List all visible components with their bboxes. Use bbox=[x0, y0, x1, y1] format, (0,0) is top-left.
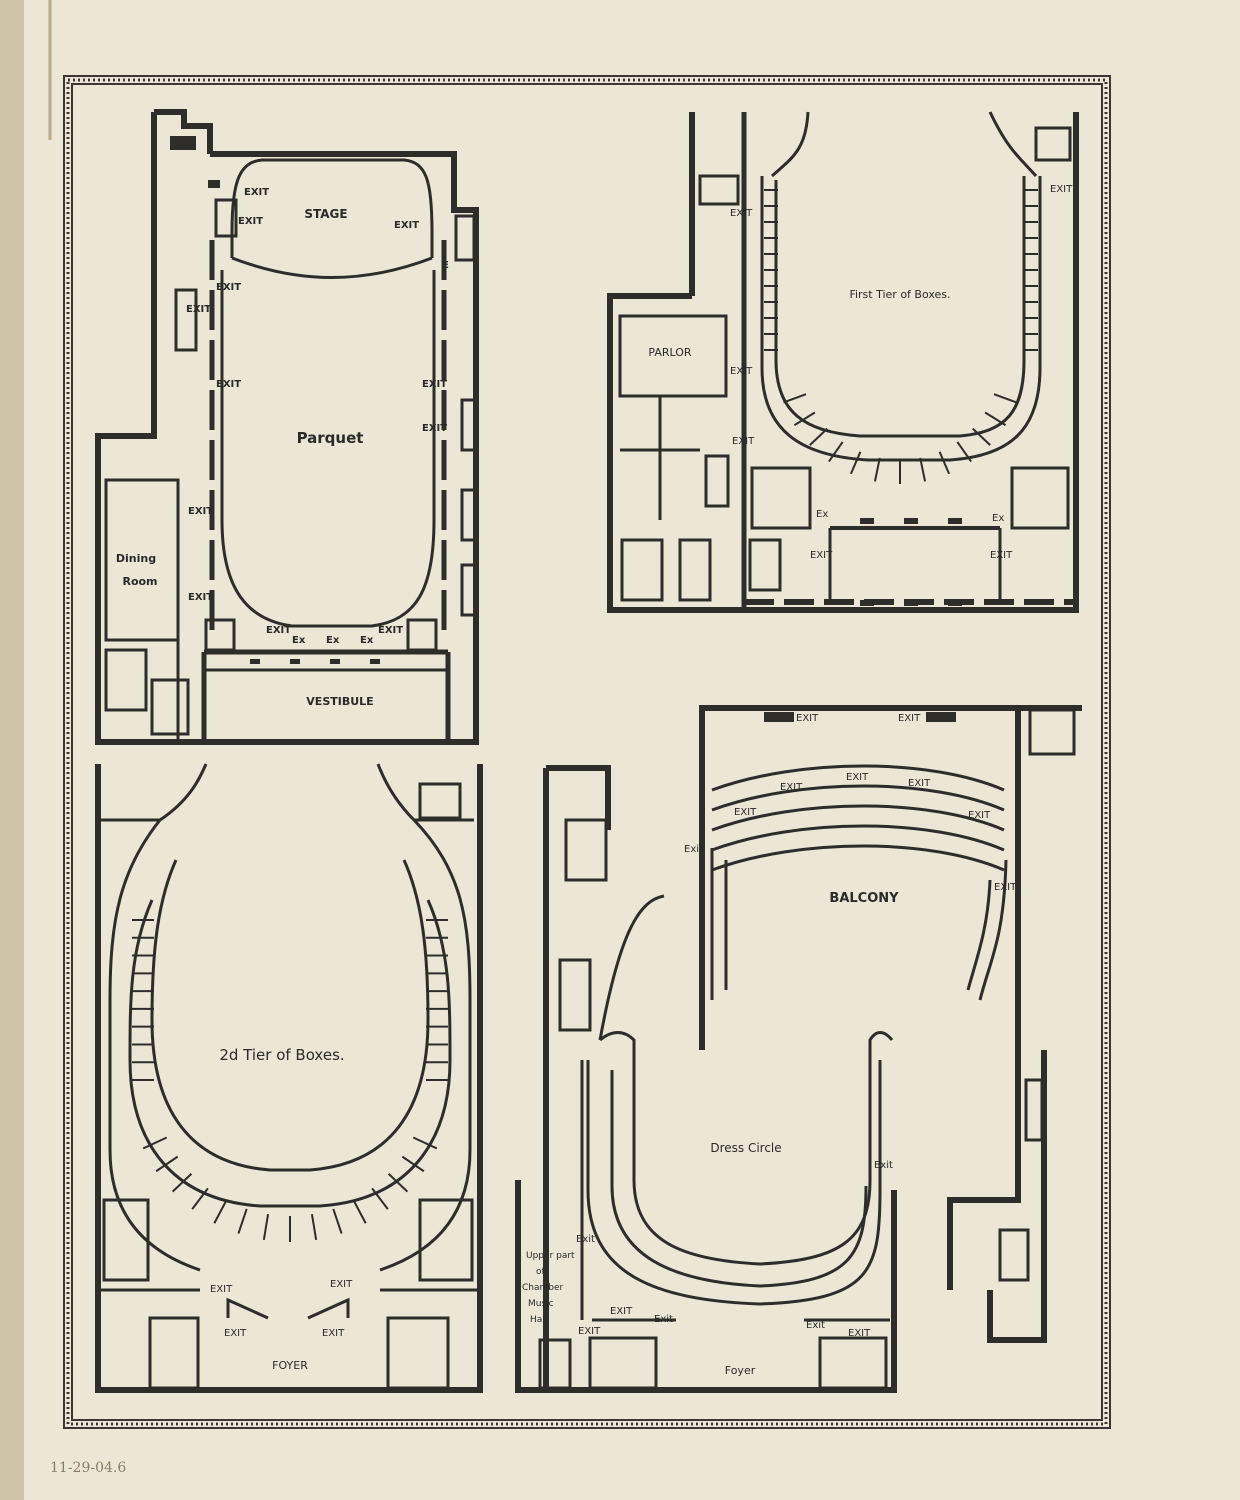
second-tier-box-divider bbox=[332, 1208, 343, 1234]
parquet-exit: EXIT bbox=[186, 304, 211, 315]
first-tier-exit: EXIT bbox=[730, 208, 753, 219]
second-tier-box-divider bbox=[262, 1214, 270, 1241]
chamber-music-hall-line: Music bbox=[528, 1299, 554, 1309]
parquet-exit: EXIT bbox=[216, 379, 241, 390]
first-tier-box-divider bbox=[993, 393, 1017, 404]
second-tier-box-divider bbox=[191, 1187, 209, 1210]
first-tier-box-divider bbox=[972, 427, 991, 446]
first-tier-box-divider bbox=[828, 441, 844, 463]
parlor-label: PARLOR bbox=[648, 346, 691, 359]
foyer-label-right: Foyer bbox=[725, 1364, 756, 1377]
first-tier-plan: First Tier of Boxes. PARLOR EXIT EXIT EX… bbox=[607, 111, 1079, 613]
first-tier-box-divider bbox=[984, 411, 1007, 426]
second-tier-box-divider bbox=[387, 1173, 409, 1193]
first-tier-box-divider bbox=[809, 427, 828, 446]
chamber-music-hall-line: of bbox=[536, 1267, 546, 1277]
stage-label: STAGE bbox=[304, 207, 347, 221]
balcony-exit: EXIT bbox=[968, 810, 991, 821]
dress-circle-label: Dress Circle bbox=[710, 1141, 781, 1155]
second-tier-box-divider bbox=[352, 1199, 367, 1224]
balcony-exit: EXIT bbox=[610, 1306, 633, 1317]
balcony-exit: EXIT bbox=[846, 772, 869, 783]
balcony-exit: EXIT bbox=[994, 882, 1017, 893]
chamber-music-hall-line: Upper part bbox=[526, 1251, 575, 1261]
balcony-exit: EXIT bbox=[578, 1326, 601, 1337]
parquet-exit: EXIT bbox=[266, 625, 291, 636]
parquet-ex: Ex bbox=[292, 635, 306, 646]
chamber-music-hall-line: Hall bbox=[530, 1315, 547, 1325]
second-tier-box-divider bbox=[371, 1187, 389, 1210]
second-tier-plan: 2d Tier of Boxes. FOYER EXIT EXIT EXIT E… bbox=[95, 763, 483, 1393]
first-tier-box-divider bbox=[956, 441, 972, 463]
second-tier-box-divider bbox=[310, 1214, 318, 1241]
first-tier-box-divider bbox=[783, 393, 807, 404]
first-tier-ex: Ex bbox=[992, 513, 1004, 524]
parquet-e: E bbox=[442, 260, 449, 271]
first-tier-box-divider bbox=[938, 451, 951, 475]
first-tier-label: First Tier of Boxes. bbox=[849, 288, 950, 301]
balcony-exit: EXIT bbox=[780, 782, 803, 793]
paper-sheet bbox=[22, 0, 1240, 1500]
second-tier-exit: EXIT bbox=[322, 1328, 345, 1339]
second-tier-exit: EXIT bbox=[224, 1328, 247, 1339]
parquet-exit: EXIT bbox=[244, 187, 269, 198]
parquet-ex: Ex bbox=[326, 635, 340, 646]
second-tier-box-divider bbox=[155, 1155, 179, 1173]
second-tier-label: 2d Tier of Boxes. bbox=[219, 1046, 344, 1064]
second-tier-box-divider bbox=[142, 1136, 168, 1150]
second-tier-box-divider bbox=[213, 1199, 228, 1224]
balcony-exit: Exit bbox=[576, 1234, 595, 1245]
balcony-exit: Exit bbox=[806, 1320, 825, 1331]
second-tier-exit: EXIT bbox=[330, 1279, 353, 1290]
parquet-exit: EXIT bbox=[188, 592, 213, 603]
second-tier-exit: EXIT bbox=[210, 1284, 233, 1295]
parquet-exit: EXIT bbox=[394, 220, 419, 231]
balcony-label: BALCONY bbox=[829, 891, 899, 906]
second-tier-box-divider bbox=[237, 1208, 248, 1234]
first-tier-box-divider bbox=[849, 451, 862, 475]
balcony-exit: Exit bbox=[684, 844, 703, 855]
dining-room-label-1: Dining bbox=[116, 552, 156, 565]
dining-room-label-2: Room bbox=[122, 575, 157, 588]
parquet-exit: EXIT bbox=[238, 216, 263, 227]
vestibule-label: VESTIBULE bbox=[306, 695, 373, 708]
balcony-exit: EXIT bbox=[908, 778, 931, 789]
balcony-exit: Exit bbox=[874, 1160, 893, 1171]
binding-edge bbox=[0, 0, 24, 1500]
handwritten-archive-note: 11-29-04.6 bbox=[50, 1460, 126, 1476]
balcony-exit: EXIT bbox=[898, 713, 921, 724]
parquet-label: Parquet bbox=[297, 429, 364, 447]
decorative-border bbox=[63, 75, 1111, 1429]
first-tier-exit: EXIT bbox=[810, 550, 833, 561]
box-tick-marks bbox=[132, 189, 1038, 1242]
parquet-exit: EXIT bbox=[422, 379, 447, 390]
balcony-exit: EXIT bbox=[848, 1328, 871, 1339]
parquet-exit: EXIT bbox=[422, 423, 447, 434]
second-tier-box-divider bbox=[401, 1155, 425, 1173]
balcony-plan: BALCONY Dress Circle Foyer Upper part of… bbox=[515, 705, 1082, 1393]
balcony-exit: EXIT bbox=[734, 807, 757, 818]
balcony-exit: EXIT bbox=[796, 713, 819, 724]
second-tier-box-divider bbox=[171, 1173, 193, 1193]
parquet-exit: EXIT bbox=[378, 625, 403, 636]
foyer-label-left: FOYER bbox=[272, 1359, 308, 1372]
first-tier-exit: EXIT bbox=[990, 550, 1013, 561]
parquet-exit: EXIT bbox=[188, 506, 213, 517]
parquet-exit: EXIT bbox=[216, 282, 241, 293]
parquet-ex: Ex bbox=[360, 635, 374, 646]
balcony-exit: Exit bbox=[654, 1314, 673, 1325]
chamber-music-hall-line: Chamber bbox=[522, 1283, 564, 1293]
second-tier-box-divider bbox=[412, 1136, 438, 1150]
parquet-plan: Parquet STAGE VESTIBULE Dining Room EXIT… bbox=[95, 109, 479, 745]
first-tier-ex: Ex bbox=[816, 509, 828, 520]
first-tier-box-divider bbox=[793, 411, 816, 426]
first-tier-exit: EXIT bbox=[1050, 184, 1073, 195]
first-tier-box-divider bbox=[873, 457, 881, 482]
first-tier-box-divider bbox=[919, 457, 927, 482]
first-tier-exit: EXIT bbox=[732, 436, 755, 447]
first-tier-exit: EXIT bbox=[730, 366, 753, 377]
